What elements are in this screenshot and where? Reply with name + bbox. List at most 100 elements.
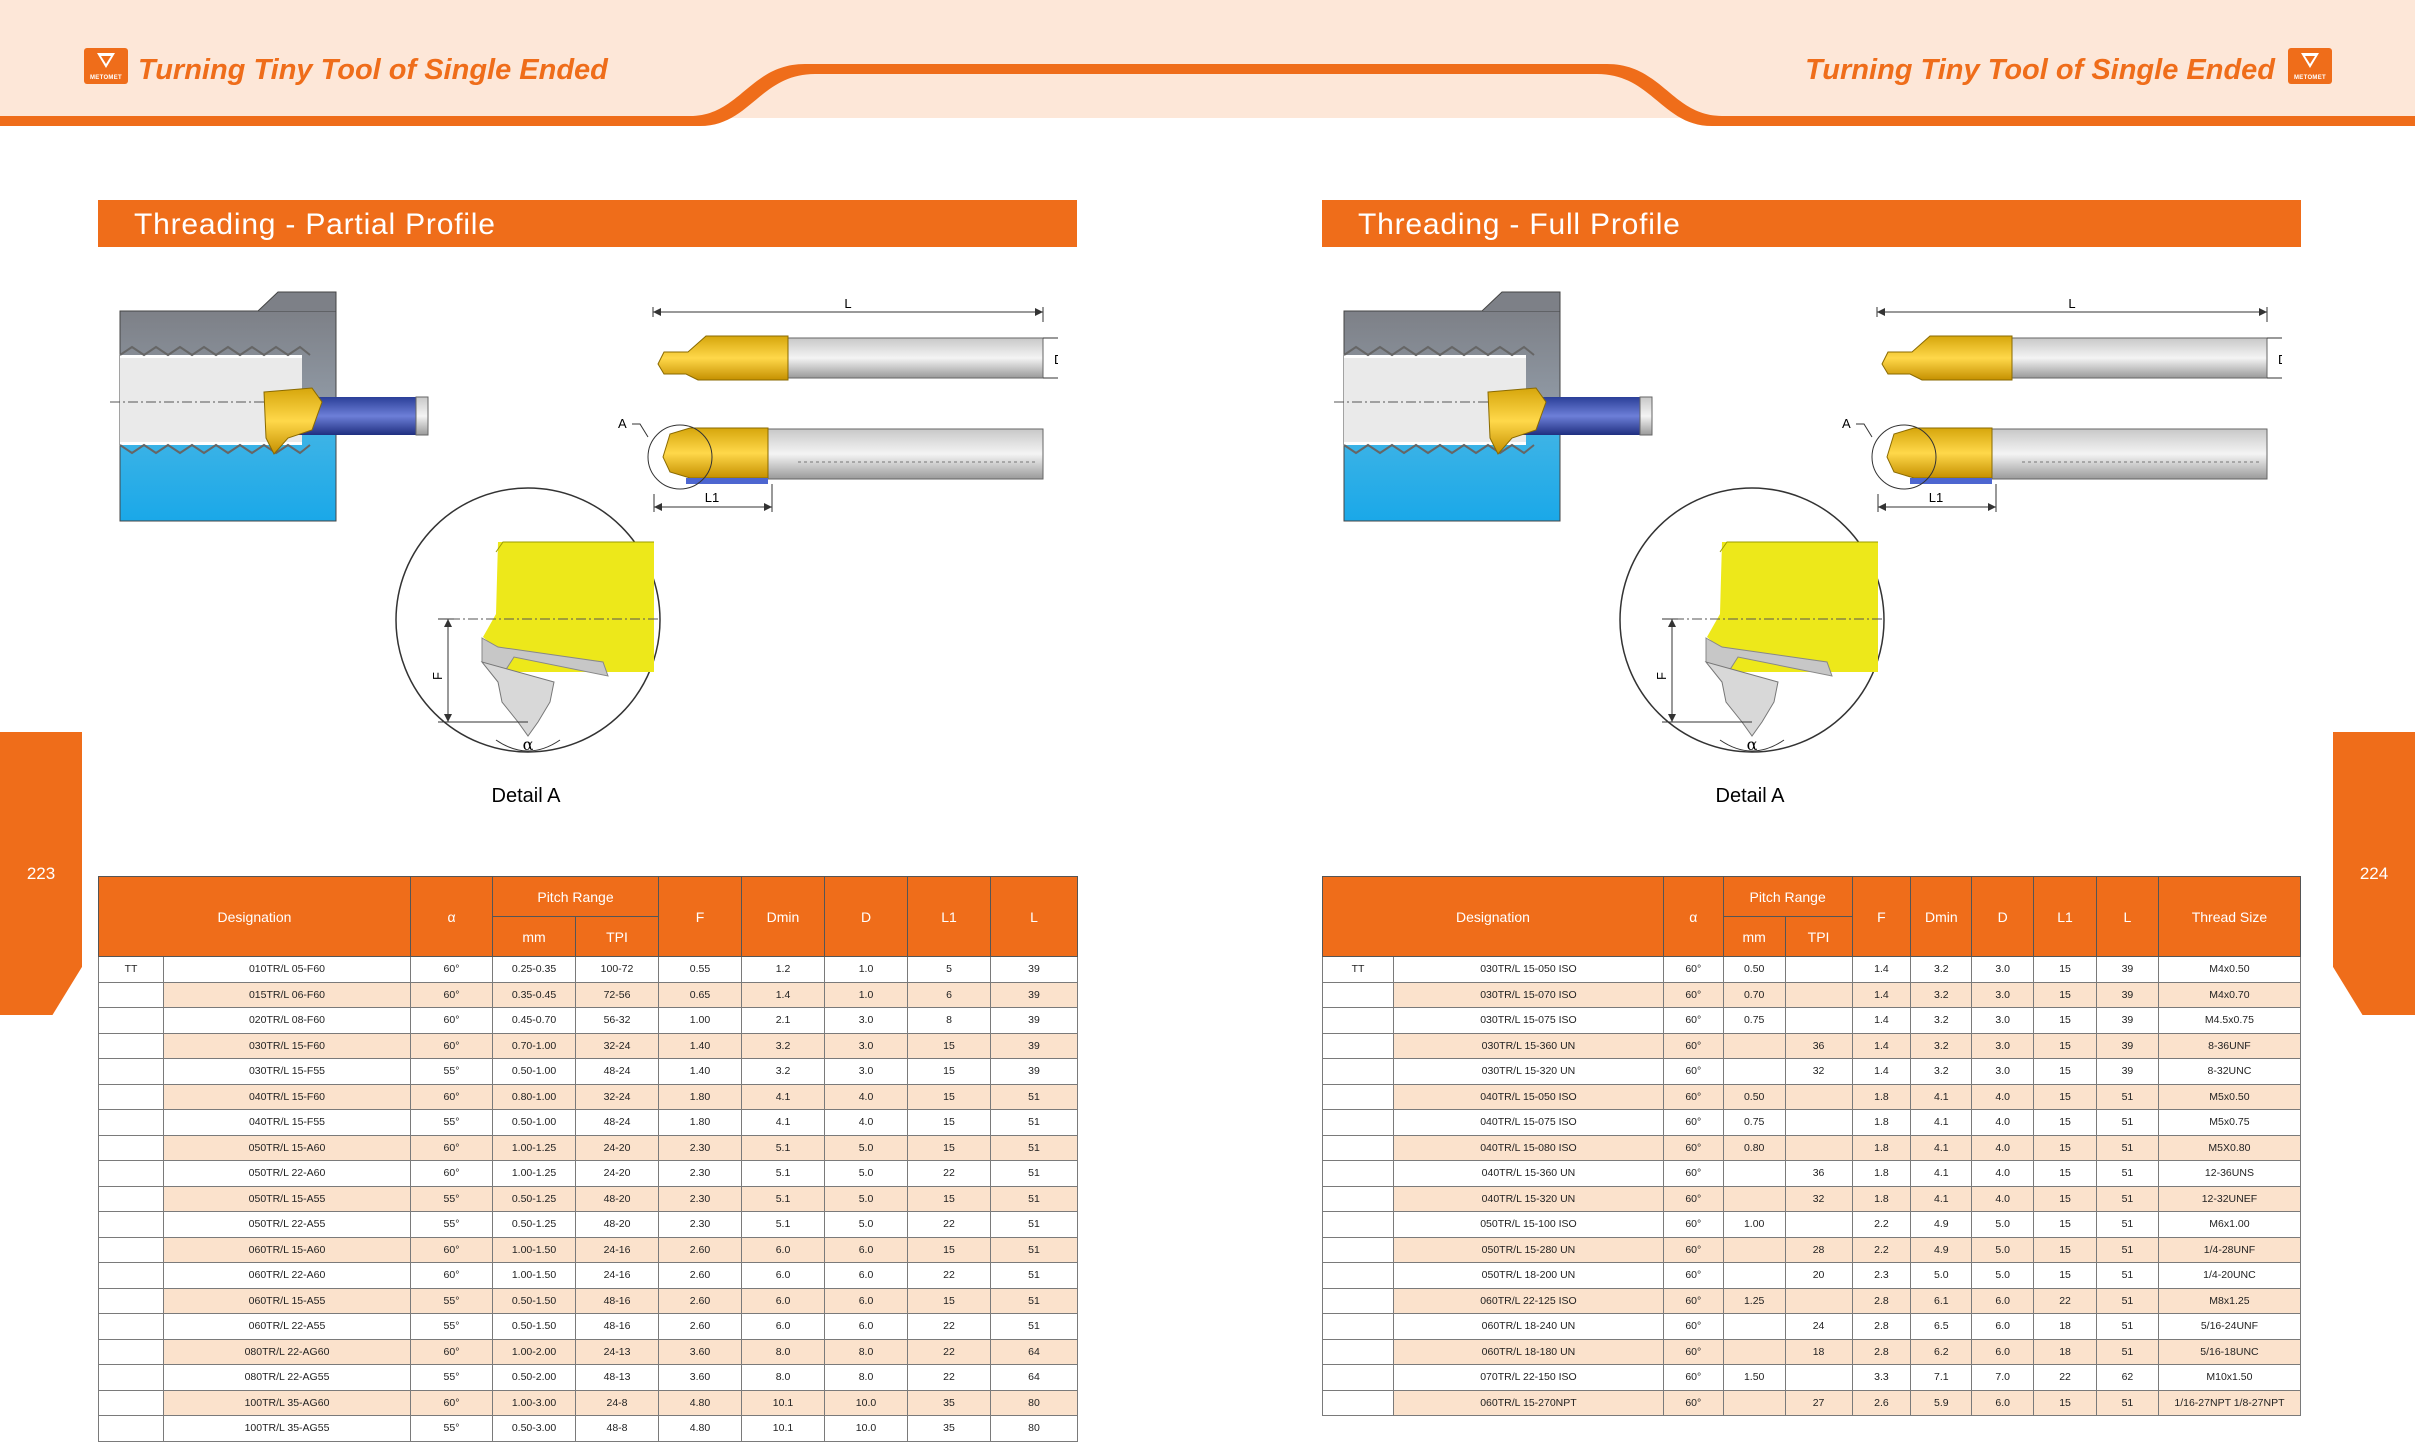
spec-cell: 60°: [1662, 1262, 1724, 1289]
spec-cell: 22: [907, 1211, 991, 1238]
series-prefix: [98, 1287, 164, 1314]
spec-cell: 6.0: [1971, 1287, 2035, 1314]
series-prefix: [98, 1032, 164, 1059]
col-header-l1: L1: [907, 876, 991, 957]
series-prefix: [98, 1109, 164, 1136]
spec-cell: 1.00-3.00: [492, 1389, 576, 1416]
page-number: 224: [2359, 864, 2389, 883]
spec-cell: 6.1: [1910, 1287, 1973, 1314]
header-band: [0, 0, 2415, 126]
detail-caption: Detail A: [1716, 785, 1786, 807]
spec-cell: 60°: [1662, 956, 1724, 983]
spec-cell: 1.4: [741, 981, 825, 1008]
spec-cell: 55°: [410, 1287, 493, 1314]
spec-cell: 3.0: [1971, 1032, 2035, 1059]
spec-cell: 15: [907, 1185, 991, 1212]
spec-cell: 36: [1784, 1032, 1853, 1059]
spec-cell: 4.0: [824, 1083, 908, 1110]
spec-cell: 4.80: [658, 1389, 742, 1416]
series-prefix: [98, 1415, 164, 1442]
designation-cell: 050TR/L 18-200 UN: [1393, 1262, 1664, 1289]
spec-cell: 0.50-1.50: [492, 1313, 576, 1340]
spec-cell: 15: [907, 1058, 991, 1085]
spec-cell: 51: [990, 1083, 1078, 1110]
spec-cell: [1722, 1160, 1786, 1187]
spec-cell: 4.1: [1910, 1134, 1973, 1161]
spec-cell: 51: [990, 1287, 1078, 1314]
spec-cell: 5.0: [1971, 1262, 2035, 1289]
spec-cell: 24-20: [575, 1160, 659, 1187]
col-header-l: L: [2096, 876, 2159, 957]
spec-cell: 55°: [410, 1313, 493, 1340]
spec-cell: 55°: [410, 1211, 493, 1238]
spec-cell: 3.0: [1971, 1058, 2035, 1085]
dimension-F-label: F: [1654, 672, 1669, 680]
spec-cell: 6.0: [824, 1313, 908, 1340]
spec-cell: 15: [907, 1032, 991, 1059]
spec-cell: 3.2: [741, 1058, 825, 1085]
spec-cell: 1.4: [1851, 1032, 1912, 1059]
spec-cell: 39: [990, 1032, 1078, 1059]
spec-cell: 51: [990, 1211, 1078, 1238]
spec-cell: 0.70-1.00: [492, 1032, 576, 1059]
spec-cell: 0.50-1.00: [492, 1109, 576, 1136]
spec-cell: 8.0: [824, 1364, 908, 1391]
angle-alpha-label: α: [523, 735, 534, 754]
spec-cell: 0.70: [1722, 981, 1786, 1008]
spec-cell: 60°: [1662, 1236, 1724, 1263]
spec-cell: 60°: [1662, 1313, 1724, 1340]
spec-cell: M4x0.50: [2157, 956, 2302, 983]
spec-cell: 15: [907, 1287, 991, 1314]
series-prefix: [1321, 1211, 1395, 1238]
spec-cell: [1722, 1236, 1786, 1263]
spec-cell: 4.0: [1971, 1109, 2035, 1136]
spec-cell: 1/16-27NPT 1/8-27NPT: [2157, 1389, 2302, 1416]
spec-cell: 20: [1784, 1262, 1853, 1289]
designation-cell: 050TR/L 22-A55: [163, 1211, 411, 1238]
spec-cell: 51: [2096, 1236, 2159, 1263]
spec-cell: 60°: [1662, 1109, 1724, 1136]
spec-cell: 15: [2033, 1389, 2097, 1416]
spec-cell: M5x0.50: [2157, 1083, 2302, 1110]
spec-cell: 3.0: [824, 1058, 908, 1085]
series-prefix: [98, 1236, 164, 1263]
tool-top-view: L D: [1876, 296, 2282, 381]
designation-cell: 100TR/L 35-AG60: [163, 1389, 411, 1416]
spec-cell: 39: [2096, 1058, 2159, 1085]
spec-cell: 2.2: [1851, 1211, 1912, 1238]
spec-cell: 1.4: [1851, 1007, 1912, 1034]
spec-cell: 18: [1784, 1338, 1853, 1365]
spec-cell: 8-32UNC: [2157, 1058, 2302, 1085]
series-prefix: [98, 1313, 164, 1340]
spec-cell: 1.00-1.25: [492, 1160, 576, 1187]
spec-cell: [1722, 1389, 1786, 1416]
series-prefix: [98, 1083, 164, 1110]
designation-cell: 050TR/L 15-280 UN: [1393, 1236, 1664, 1263]
spec-cell: 4.1: [741, 1109, 825, 1136]
brand-logo-left: METOMET: [84, 48, 128, 84]
spec-cell: 51: [2096, 1185, 2159, 1212]
designation-cell: 060TR/L 22-A60: [163, 1262, 411, 1289]
spec-cell: 27: [1784, 1389, 1853, 1416]
spec-cell: 2.60: [658, 1236, 742, 1263]
spec-cell: 10.0: [824, 1389, 908, 1416]
spec-cell: 5/16-24UNF: [2157, 1313, 2302, 1340]
spec-cell: 24-16: [575, 1262, 659, 1289]
spec-cell: [1784, 981, 1853, 1008]
series-prefix: [98, 1364, 164, 1391]
detail-A-view: F α Detail A: [1619, 487, 1885, 807]
col-header-designation: Designation: [98, 876, 411, 957]
series-prefix: [98, 1058, 164, 1085]
spec-cell: 15: [2033, 1109, 2097, 1136]
spec-cell: 60°: [1662, 1007, 1724, 1034]
spec-cell: 7.1: [1910, 1364, 1973, 1391]
spec-cell: 8-36UNF: [2157, 1032, 2302, 1059]
